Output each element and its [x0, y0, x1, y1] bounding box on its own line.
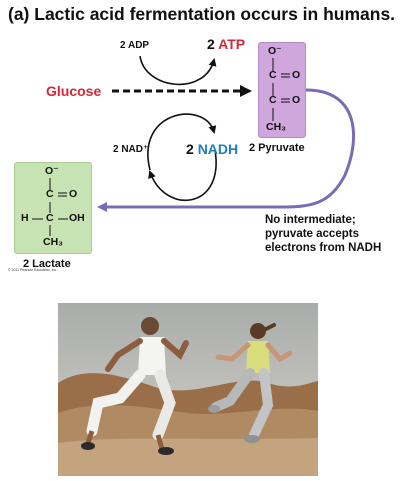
pyruvate-ch3: CH₃: [266, 121, 287, 133]
nad-to-nadh-curve: [147, 113, 217, 171]
note-line: pyruvate accepts: [265, 228, 359, 240]
lactate-oh: OH: [69, 212, 85, 224]
atp-molecule: ATP: [218, 36, 246, 52]
lactate-c1: C: [46, 188, 54, 200]
nadh-molecule: NADH: [197, 141, 239, 157]
male-runner: [81, 317, 189, 455]
nadh-to-nad-curve: [148, 149, 217, 201]
nadh-count: 2: [186, 141, 194, 157]
pyruvate-o2: O: [292, 94, 301, 106]
lactate-ch3: CH₃: [43, 236, 64, 248]
pyruvate-to-lactate-arrow: [97, 88, 356, 212]
glucose-label: Glucose: [46, 83, 102, 99]
adp-to-atp-curve: [139, 55, 217, 86]
note-line: No intermediate;: [265, 214, 356, 226]
lactate-structure: O⁻ C O H C OH CH₃: [14, 162, 92, 254]
female-runner: [208, 323, 293, 443]
figure-title: (a) Lactic acid fermentation occurs in h…: [8, 4, 396, 24]
annotation-note: No intermediate; pyruvate accepts electr…: [265, 213, 381, 255]
copyright-text: © 2011 Pearson Education, Inc.: [8, 268, 58, 272]
lactate-c2: C: [46, 212, 54, 224]
lactate-h: H: [21, 212, 29, 224]
runners-photo: [58, 303, 318, 476]
pyruvate-bonds: [272, 58, 290, 121]
atp-count: 2: [207, 36, 215, 52]
adp-label: 2 ADP: [120, 40, 150, 51]
pyruvate-c2: C: [269, 94, 277, 106]
pathway-arrows: [97, 55, 356, 212]
atp-label: 2 ATP: [207, 36, 245, 52]
pyruvate-structure: O⁻ C O C O CH₃: [258, 42, 306, 138]
note-line: electrons from NADH: [265, 242, 382, 254]
lactate-bonds: [32, 178, 68, 236]
pyruvate-c1: C: [269, 69, 277, 81]
nad-label: 2 NAD⁺: [113, 144, 149, 155]
pyruvate-o1: O: [292, 69, 301, 81]
lactate-label: 2 Lactate: [23, 258, 71, 270]
pyruvate-label: 2 Pyruvate: [249, 142, 305, 154]
lactate-o-minus: O⁻: [45, 165, 59, 177]
nadh-label: 2 NADH: [186, 141, 238, 157]
lactate-o1: O: [69, 188, 78, 200]
pyruvate-o-minus: O⁻: [268, 45, 282, 57]
